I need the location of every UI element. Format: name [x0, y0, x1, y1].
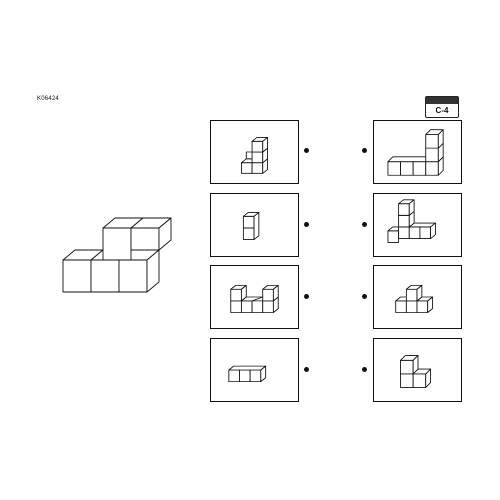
level-badge-header: [426, 97, 458, 104]
dot-right-1[interactable]: [362, 148, 367, 153]
card-left-1-drawing: [240, 137, 269, 174]
main-cube-bottom-1: [62, 249, 104, 293]
card-right-1-drawing: [387, 129, 444, 176]
card-left-3[interactable]: [210, 265, 299, 329]
card-right-4-drawing: [400, 355, 432, 388]
main-cube-top-1: [102, 217, 144, 261]
level-badge-label: C-4: [435, 106, 449, 115]
product-code: K06424: [37, 96, 59, 102]
level-badge: C-4: [425, 96, 459, 118]
dot-left-3[interactable]: [304, 294, 309, 299]
card-left-1[interactable]: [210, 120, 299, 184]
card-left-2-drawing: [242, 211, 260, 240]
card-right-2-drawing: [387, 199, 436, 243]
card-right-1[interactable]: [373, 120, 462, 184]
card-right-3-drawing: [395, 284, 433, 313]
card-left-4-drawing: [228, 365, 267, 383]
main-cube-top-2: [130, 217, 172, 251]
card-right-2[interactable]: [373, 193, 462, 257]
card-left-2[interactable]: [210, 193, 299, 257]
main-block-drawing: [62, 217, 172, 293]
card-right-4[interactable]: [373, 338, 462, 402]
dot-right-2[interactable]: [362, 222, 367, 227]
main-block-figure: [55, 205, 175, 300]
dot-right-3[interactable]: [362, 294, 367, 299]
dot-left-2[interactable]: [304, 222, 309, 227]
card-left-4[interactable]: [210, 338, 299, 402]
card-left-3-drawing: [230, 284, 279, 313]
dot-right-4[interactable]: [362, 367, 367, 372]
dot-left-4[interactable]: [304, 367, 309, 372]
card-right-3[interactable]: [373, 265, 462, 329]
dot-left-1[interactable]: [304, 148, 309, 153]
